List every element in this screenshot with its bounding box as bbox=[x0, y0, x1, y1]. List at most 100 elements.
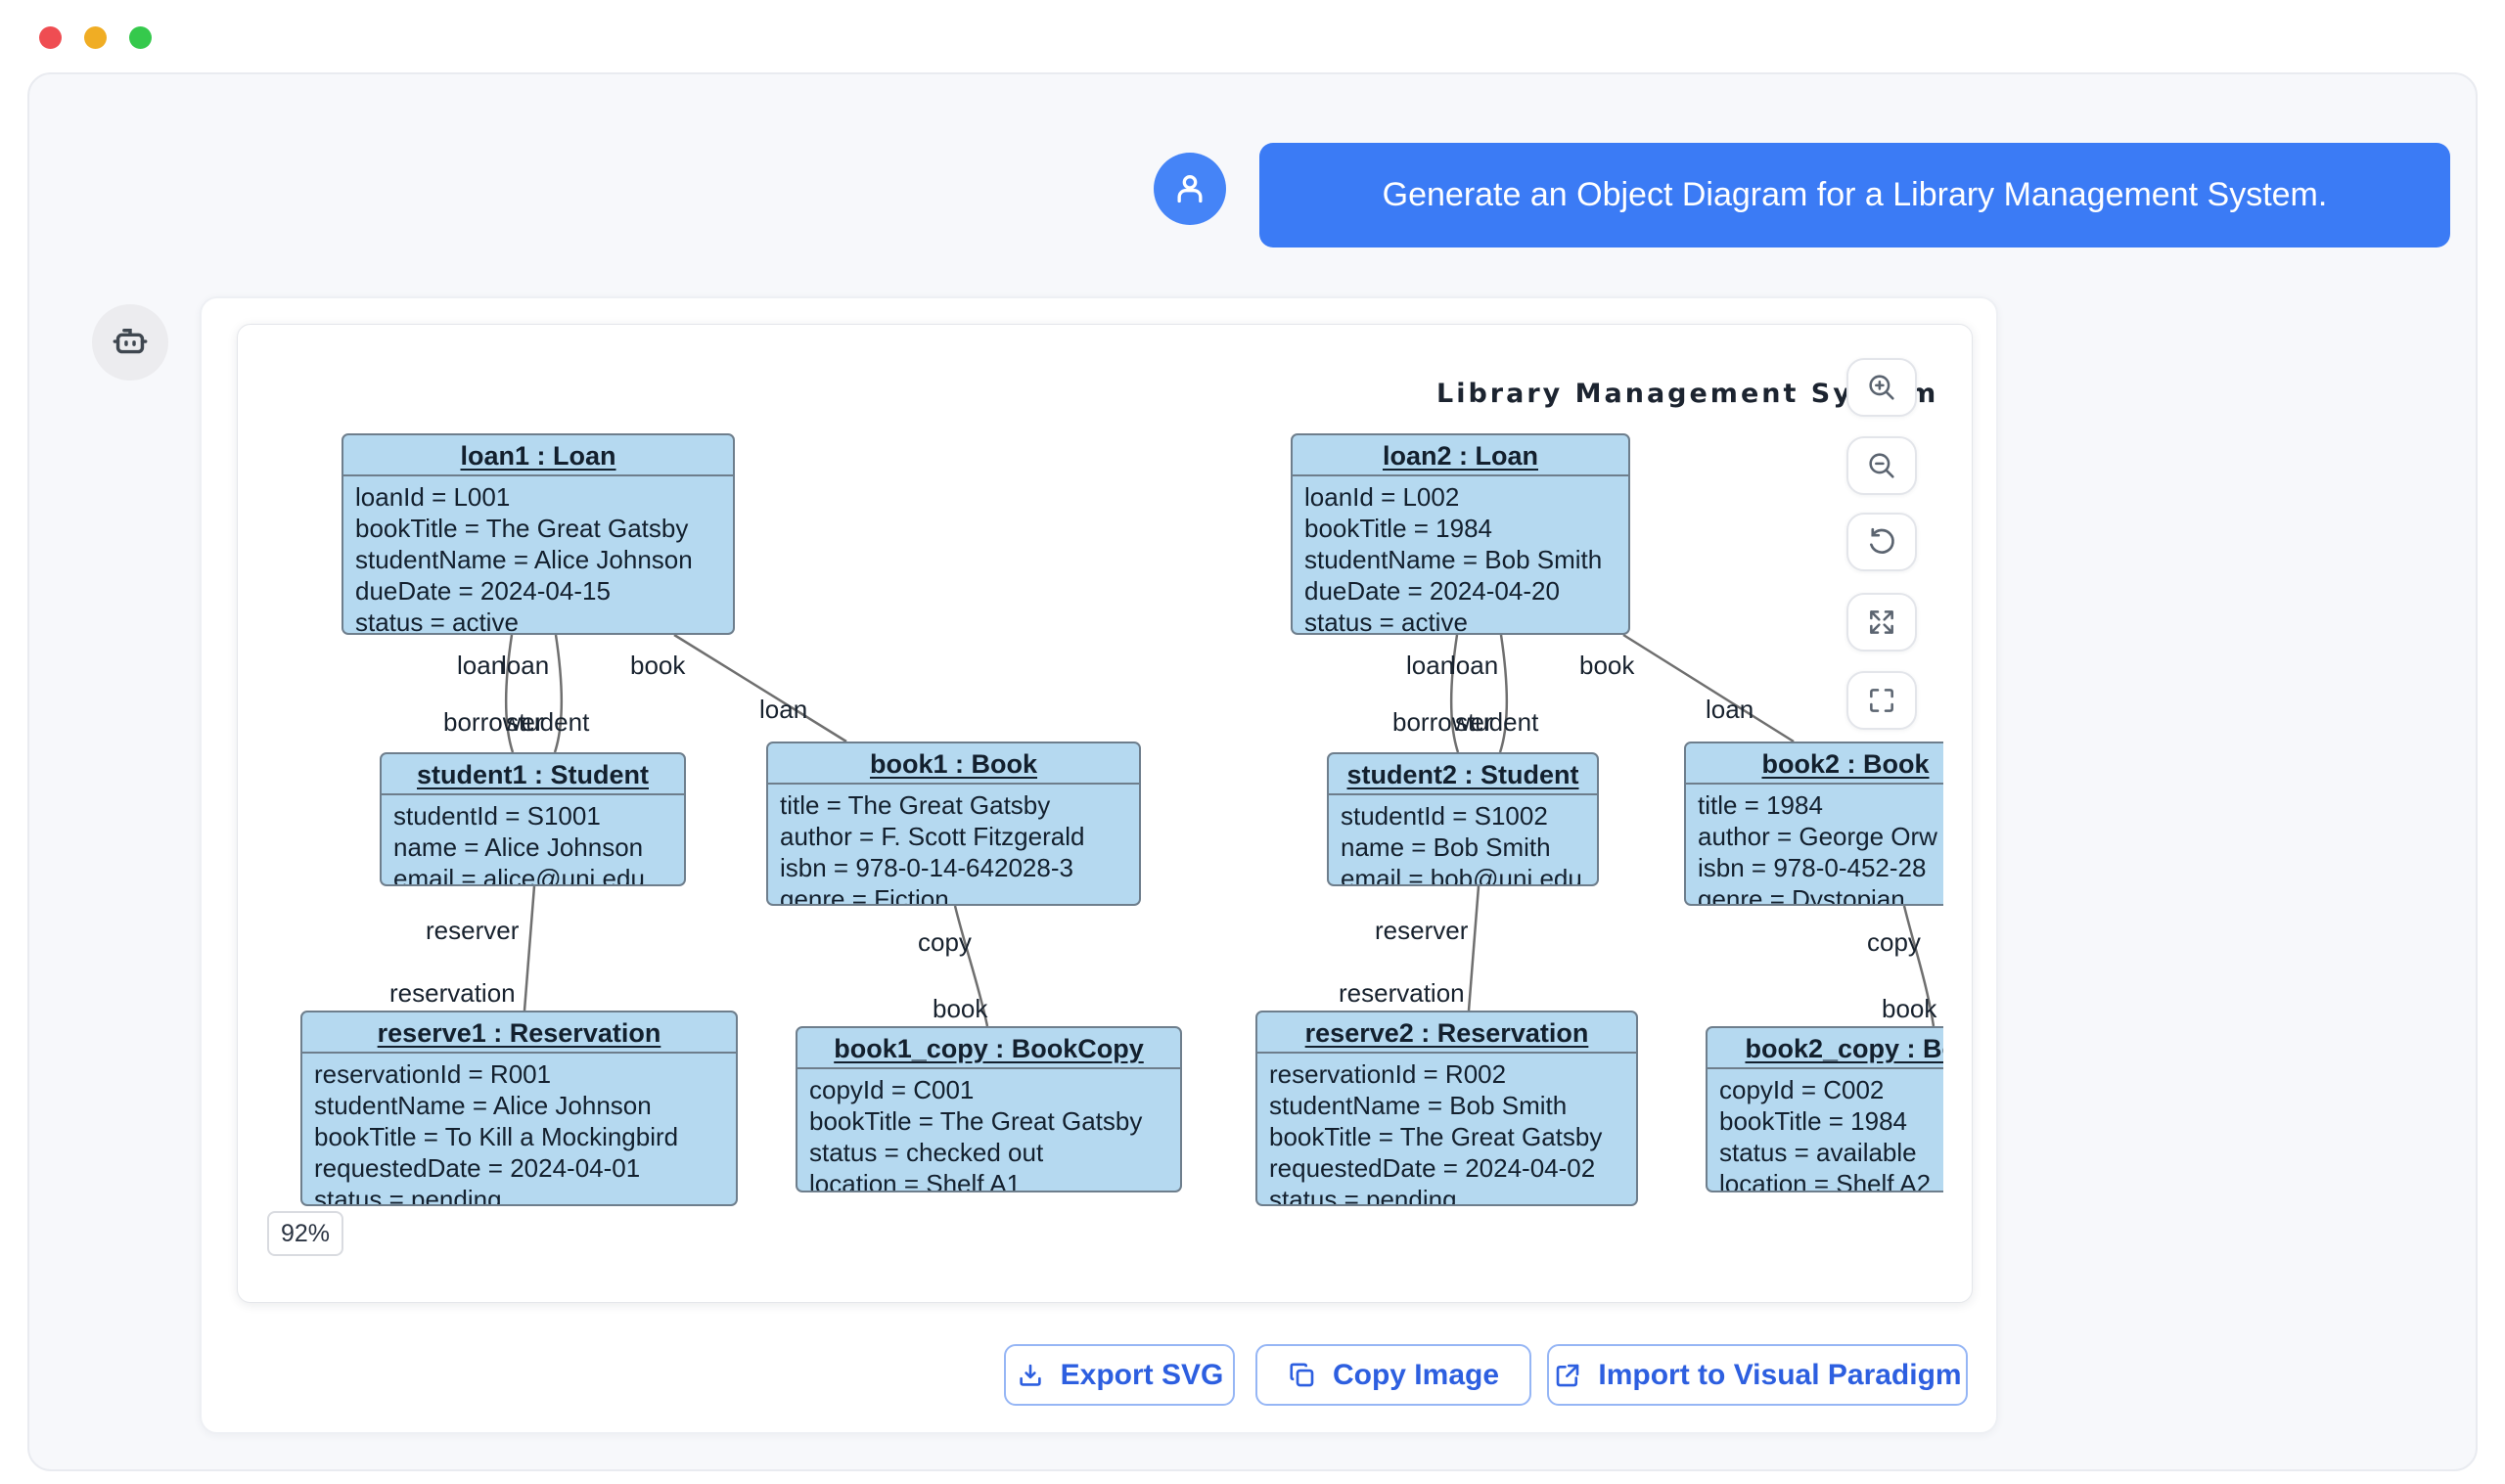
edge-label-loan: loan bbox=[1450, 651, 1499, 680]
object-title: student1 : Student bbox=[382, 754, 684, 795]
export-svg-button[interactable]: Export SVG bbox=[1004, 1344, 1235, 1406]
attribute-line: title = 1984 bbox=[1698, 790, 1823, 820]
object-reserve2[interactable]: reserve2 : Reservation reservationId = R… bbox=[1255, 1011, 1638, 1206]
attribute-line: copyId = C002 bbox=[1719, 1075, 1885, 1104]
attribute-line: bookTitle = The Great Gatsby bbox=[355, 514, 689, 543]
zoom-in-button[interactable] bbox=[1846, 358, 1917, 417]
bot-avatar bbox=[92, 304, 168, 381]
attribute-line: studentName = Alice Johnson bbox=[355, 545, 693, 574]
object-title: book2_copy : Book bbox=[1708, 1028, 1943, 1069]
attribute-line: genre = Dystopian bbox=[1698, 884, 1905, 906]
robot-icon bbox=[108, 320, 153, 365]
object-title: book1 : Book bbox=[768, 743, 1139, 785]
fullscreen-button[interactable] bbox=[1846, 671, 1917, 730]
edge-label-reservation: reservation bbox=[1339, 978, 1465, 1008]
attribute-line: status = active bbox=[1304, 607, 1468, 635]
edge-label-reserver: reserver bbox=[1375, 916, 1469, 945]
object-title: student2 : Student bbox=[1329, 754, 1597, 795]
attribute-line: bookTitle = The Great Gatsby bbox=[809, 1106, 1143, 1136]
attribute-line: studentName = Alice Johnson bbox=[314, 1091, 652, 1120]
attribute-line: studentId = S1001 bbox=[393, 801, 601, 831]
import-to-visual-paradigm-label: Import to Visual Paradigm bbox=[1598, 1358, 1962, 1391]
connector-lines bbox=[504, 633, 1936, 1027]
edge-label-reservation: reservation bbox=[389, 978, 516, 1008]
zoom-button[interactable] bbox=[129, 26, 152, 49]
import-to-visual-paradigm-button[interactable]: Import to Visual Paradigm bbox=[1547, 1344, 1968, 1406]
copy-image-button[interactable]: Copy Image bbox=[1255, 1344, 1531, 1406]
close-button[interactable] bbox=[39, 26, 62, 49]
copy-icon bbox=[1288, 1361, 1317, 1390]
edge-label-loan: loan bbox=[759, 695, 808, 724]
attribute-line: studentName = Bob Smith bbox=[1304, 545, 1603, 574]
user-message-bubble: Generate an Object Diagram for a Library… bbox=[1259, 143, 2450, 247]
edge-label-loan: loan bbox=[457, 651, 506, 680]
attribute-line: dueDate = 2024-04-20 bbox=[1304, 576, 1560, 606]
attribute-line: author = George Orw bbox=[1698, 822, 1937, 851]
edge-label-copy: copy bbox=[1867, 927, 1921, 957]
object-book2-copy[interactable]: book2_copy : Book copyId = C002bookTitle… bbox=[1706, 1026, 1943, 1192]
edge-label-loan: loan bbox=[1706, 695, 1754, 724]
fullscreen-icon bbox=[1866, 685, 1897, 716]
attribute-line: copyId = C001 bbox=[809, 1075, 975, 1104]
attribute-line: reservationId = R002 bbox=[1269, 1059, 1507, 1089]
attribute-line: author = F. Scott Fitzgerald bbox=[780, 822, 1085, 851]
edge-label-book: book bbox=[933, 994, 988, 1023]
edge-label-borrower: borrower bbox=[1392, 707, 1493, 737]
attribute-line: bookTitle = The Great Gatsby bbox=[1269, 1122, 1603, 1151]
edge-label-borrower: borrower bbox=[443, 707, 544, 737]
attribute-line: title = The Great Gatsby bbox=[780, 790, 1051, 820]
zoom-out-button[interactable] bbox=[1846, 436, 1917, 495]
attribute-line: status = pending bbox=[314, 1185, 502, 1206]
object-reserve1[interactable]: reserve1 : Reservation reservationId = R… bbox=[300, 1011, 738, 1206]
edge-label-book: book bbox=[1579, 651, 1635, 680]
object-title: reserve2 : Reservation bbox=[1257, 1012, 1636, 1054]
edge-label-reserver: reserver bbox=[426, 916, 520, 945]
person-icon bbox=[1170, 169, 1209, 208]
edge-label-loan: loan bbox=[1406, 651, 1455, 680]
edge-label-loan: loan bbox=[501, 651, 550, 680]
attribute-line: bookTitle = To Kill a Mockingbird bbox=[314, 1122, 679, 1151]
attribute-line: name = Alice Johnson bbox=[393, 832, 644, 862]
attribute-line: reservationId = R001 bbox=[314, 1059, 552, 1089]
attribute-line: location = Shelf A1 bbox=[809, 1169, 1022, 1192]
reset-view-button[interactable] bbox=[1846, 513, 1917, 571]
expand-button[interactable] bbox=[1846, 593, 1917, 652]
attribute-line: requestedDate = 2024-04-02 bbox=[1269, 1153, 1596, 1183]
attribute-line: status = active bbox=[355, 607, 519, 635]
attribute-line: loanId = L002 bbox=[1304, 482, 1460, 512]
edge-label-copy: copy bbox=[918, 927, 972, 957]
user-avatar bbox=[1154, 153, 1226, 225]
external-link-icon bbox=[1553, 1361, 1582, 1390]
export-svg-label: Export SVG bbox=[1060, 1358, 1224, 1391]
attribute-line: status = pending bbox=[1269, 1185, 1457, 1206]
attribute-line: dueDate = 2024-04-15 bbox=[355, 576, 611, 606]
minimize-button[interactable] bbox=[84, 26, 107, 49]
attribute-line: isbn = 978-0-452-28 bbox=[1698, 853, 1927, 882]
attribute-line: email = alice@uni.edu bbox=[393, 864, 645, 886]
attribute-line: bookTitle = 1984 bbox=[1719, 1106, 1908, 1136]
edge-label-book: book bbox=[630, 651, 686, 680]
reset-icon bbox=[1865, 525, 1898, 559]
edge-label-student: student bbox=[506, 707, 590, 737]
object-title: book2 : Book bbox=[1686, 743, 1943, 785]
object-title: book1_copy : BookCopy bbox=[797, 1028, 1180, 1069]
object-title: loan2 : Loan bbox=[1293, 435, 1628, 476]
